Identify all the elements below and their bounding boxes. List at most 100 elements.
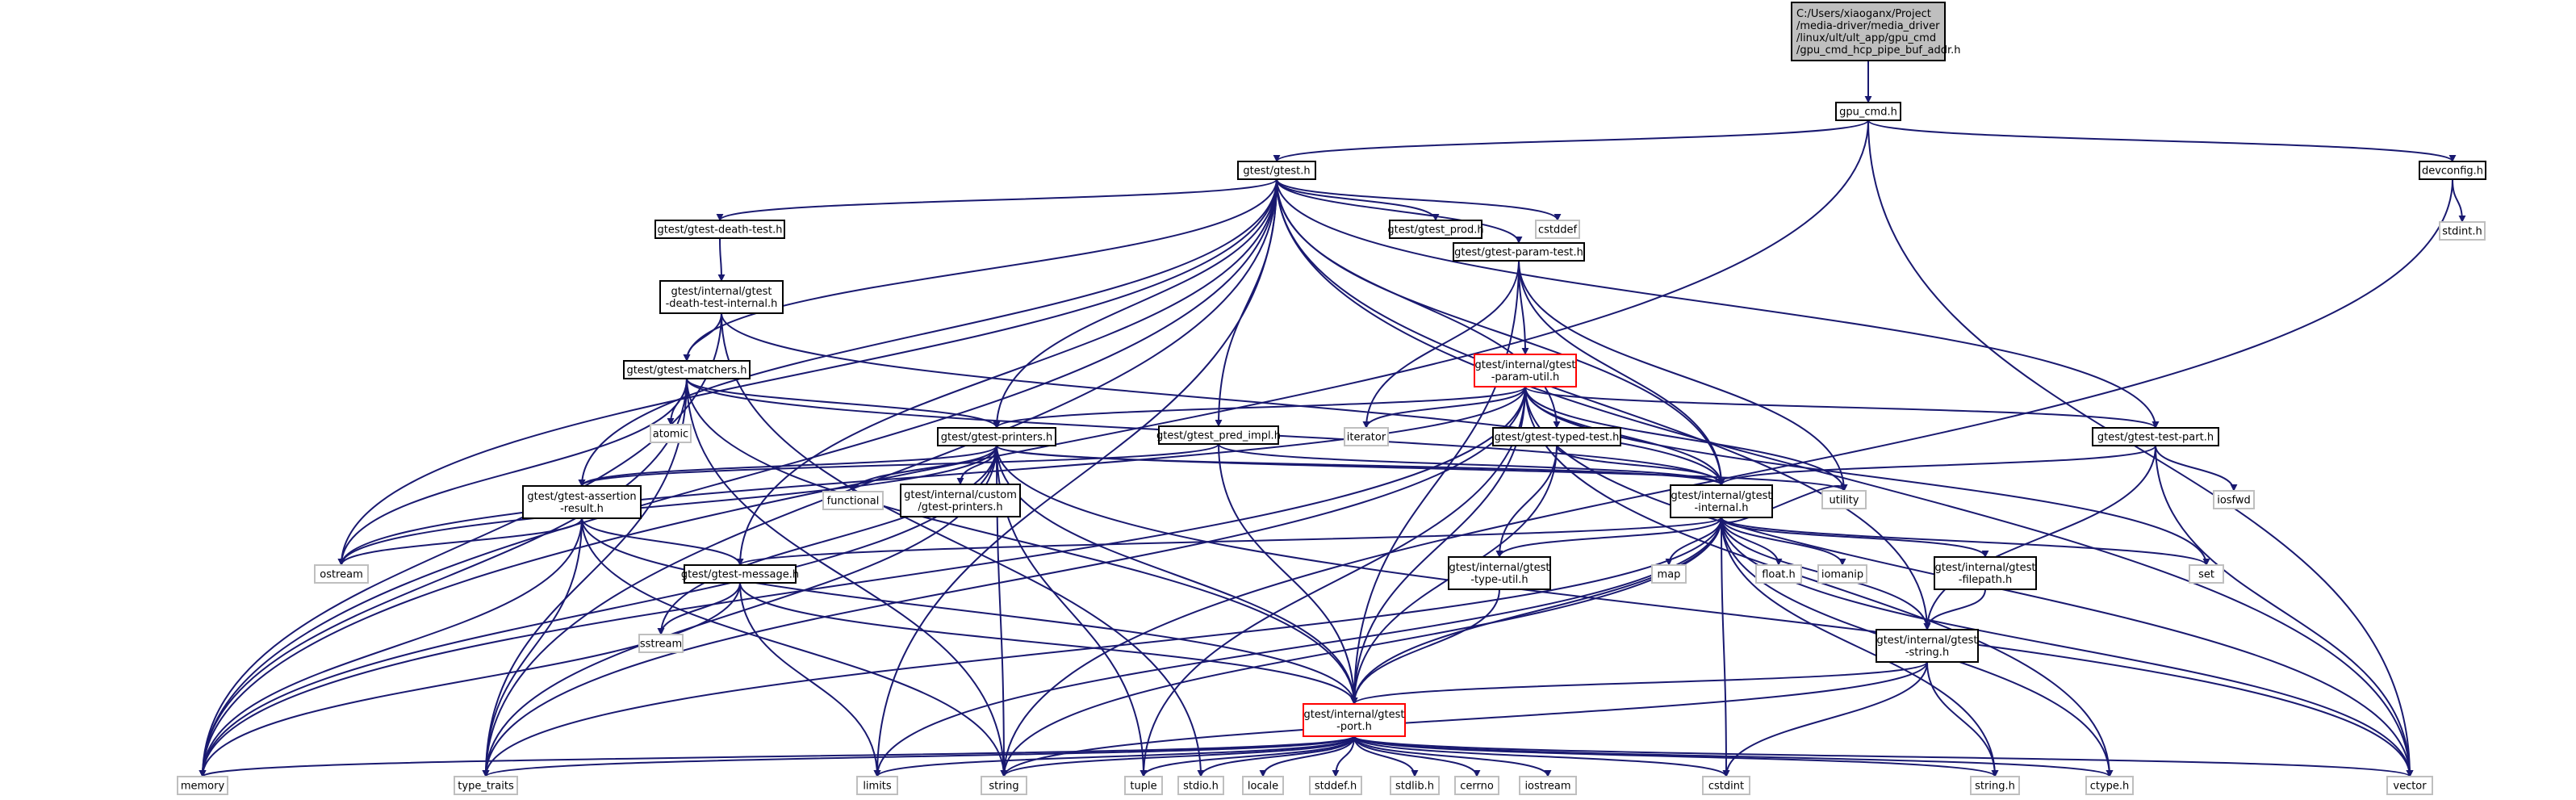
node-label: ctype.h [2090,781,2130,793]
node-label: /gtest-printers.h [918,501,1002,513]
node-box [1390,776,1440,795]
edge-printers-to-vector [996,445,2414,777]
edge-type_util-to-port [1350,588,1500,705]
node-matchers[interactable]: gtest/gtest-matchers.h [623,360,751,379]
node-box [1755,564,1802,584]
node-atomic: atomic [650,424,692,443]
node-printers[interactable]: gtest/gtest-printers.h [937,427,1056,446]
edge-message-to-limits [739,582,881,777]
edge-message-to-sstream [657,582,741,635]
node-label: gtest/gtest_prod.h [1387,224,1483,237]
edge-port-to-limits [873,735,1355,777]
node-label: string [989,781,1018,793]
node-box [2092,427,2219,446]
node-box [1970,776,2020,795]
edge-internal-to-string_h [1721,517,1999,777]
edge-port-to-string [1000,735,1355,777]
node-root[interactable]: C:/Users/xiaoganx/Project/media-driver/m… [1791,2,1961,61]
node-label: gtest/internal/gtest [1671,490,1771,502]
node-box [1242,776,1284,795]
node-label: -death-test-internal.h [666,298,778,310]
node-label: gtest/gtest-printers.h [941,432,1053,444]
edge-assertion-to-message [581,517,744,566]
node-box [177,776,228,795]
edge-pred_impl-to-assertion [578,443,1219,487]
edge-matchers-to-string [686,378,1008,777]
edge-port-to-locale [1259,735,1355,777]
node-label: sstream [640,639,682,651]
node-death-internal[interactable]: gtest/internal/gtest-death-test-internal… [659,280,784,314]
node-param-test[interactable]: gtest/gtest-param-test.h [1453,242,1585,262]
node-box [1309,776,1362,795]
node-box [623,360,751,379]
edge-param_test-to-internal [1518,260,1725,486]
node-label: -filepath.h [1959,574,2012,586]
node-box [2386,776,2433,795]
edge-param_test-to-utility [1518,260,1848,492]
node-filepath[interactable]: gtest/internal/gtest-filepath.h [1934,556,2037,590]
node-label: stdlib.h [1395,781,1434,793]
node-locale: locale [1242,776,1284,795]
edge-internal-to-port [1350,517,1722,705]
edge-gpu_cmd-to-vector [1867,119,2414,777]
node-label: map [1658,569,1681,581]
node-ostream: ostream [314,564,369,584]
node-tuple: tuple [1124,776,1163,795]
edge-assertion-to-port [581,517,1358,705]
node-gpu-cmd[interactable]: gpu_cmd.h [1835,102,1901,121]
node-box [1158,425,1279,445]
node-label: set [2198,569,2214,581]
node-box [2419,161,2486,180]
node-box [454,776,518,795]
edge-death_internal-to-internal [721,312,1725,486]
edge-test_part-to-internal [1717,445,2156,486]
node-label: gpu_cmd.h [1839,107,1897,119]
graph-edges [199,61,2466,777]
node-box [1454,776,1499,795]
graph-nodes: C:/Users/xiaoganx/Project/media-driver/m… [177,2,2486,795]
node-test-part[interactable]: gtest/gtest-test-part.h [2092,427,2219,446]
edge-gtest-to-type_traits [482,178,1278,777]
node-label: gtest/gtest-param-test.h [1454,247,1583,259]
node-param-util[interactable]: gtest/internal/gtest-param-util.h [1474,354,1577,387]
node-devconfig[interactable]: devconfig.h [2419,161,2486,180]
node-label: iostream [1524,781,1570,793]
node-death-test[interactable]: gtest/gtest-death-test.h [654,220,785,239]
node-assertion[interactable]: gtest/gtest-assertion-result.h [522,485,642,519]
node-port[interactable]: gtest/internal/gtest-port.h [1303,703,1406,737]
node-box [638,634,684,653]
node-label: -port.h [1336,721,1372,733]
edge-gtest-to-death_test [716,178,1278,221]
node-gtest-prod[interactable]: gtest/gtest_prod.h [1387,220,1484,239]
edge-port-to-stddef_h [1332,735,1355,777]
edge-param_util-to-utility [1524,386,1848,492]
node-float-h: float.h [1755,564,1802,584]
edge-gtest-to-gstring [1276,178,1931,630]
edge-matchers-to-type_traits [482,378,688,777]
edge-matchers-to-ostream [337,378,688,566]
edge-matchers-to-port [686,378,1358,705]
node-iterator: iterator [1344,427,1389,446]
node-message[interactable]: gtest/gtest-message.h [681,564,799,584]
edge-typed_test-to-internal [1556,445,1725,486]
edge-port-to-stdlib_h [1353,735,1419,777]
edge-gstring-to-string_h [1926,661,1999,777]
edge-gpu_cmd-to-memory [199,119,1869,777]
node-box [2439,221,2486,241]
edge-message-to-port [739,582,1358,705]
node-label: ostream [320,569,363,581]
node-vector: vector [2386,776,2433,795]
node-gtest[interactable]: gtest/gtest.h [1237,161,1316,180]
node-type-util[interactable]: gtest/internal/gtest-type-util.h [1448,556,1551,590]
node-label: /media-driver/media_driver [1796,20,1940,32]
node-label: cerrno [1460,781,1494,793]
node-pred-impl[interactable]: gtest/gtest_pred_impl.h [1156,425,1281,445]
node-gstring[interactable]: gtest/internal/gtest-string.h [1876,629,1979,663]
node-box [1702,776,1750,795]
node-box [1876,629,1979,663]
node-internal[interactable]: gtest/internal/gtest-internal.h [1670,484,1773,518]
node-box [822,491,884,510]
node-typed-test[interactable]: gtest/gtest-typed-test.h [1492,427,1621,446]
edge-death_test-to-death_internal [717,237,726,282]
node-custom-printers[interactable]: gtest/internal/custom/gtest-printers.h [900,484,1021,517]
